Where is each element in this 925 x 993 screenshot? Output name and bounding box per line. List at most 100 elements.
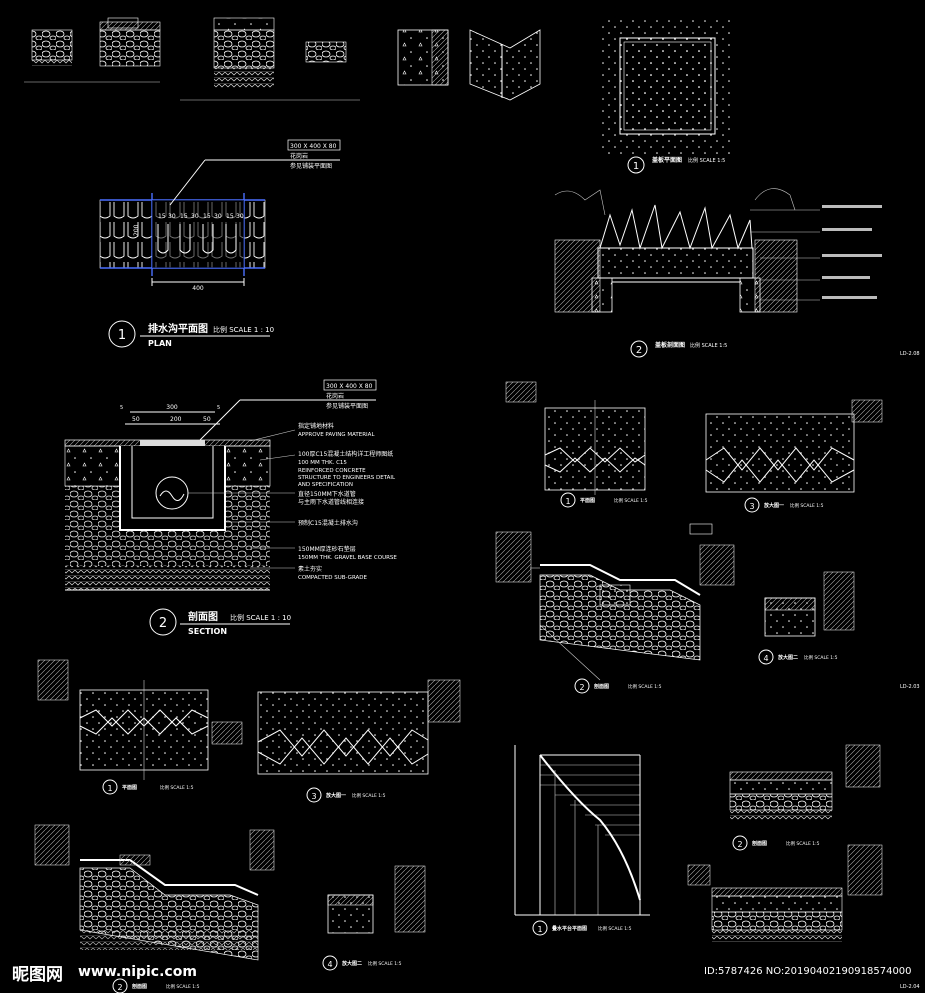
grate-plan-label: 盖板平面图 [652,156,682,164]
rp1-num: 1 [565,497,570,506]
plan-title-scale: 比例 SCALE 1 : 10 [213,325,274,334]
sec-title-cn: 剖面图 [188,610,218,623]
dim-2: 15 [180,213,188,220]
note-1-en: 100 MM THK. C15 [298,460,347,466]
pool-plan: 1 叠水平台平面图 比例 SCALE 1:5 [514,745,650,936]
note-5-cn: 直径150MM下水道管 [298,490,356,498]
left-section-2: 2 剖面图 比例 SCALE 1:5 [34,824,275,993]
top-detail-2 [99,17,161,67]
top-detail-1 [24,29,160,83]
sheet-code-3: LD-2.04 [900,984,920,990]
rp1-scale: 比例 SCALE 1:5 [614,497,648,504]
note-3-en: STRUCTURE TO ENGINEERS DETAIL [298,475,396,481]
watermark-id: ID:5787426 NO:20190402190918574000 [704,966,912,977]
ls2-num: 2 [117,983,122,992]
sec-dim-s2: 5 [217,405,220,411]
lp-scale: 比例 SCALE 1:5 [160,784,194,791]
lp-label: 平面图 [122,784,137,791]
sec-callout-l2: 参见铺装平面图 [326,402,368,410]
section-callout: 300 X 400 X 80 花岗岩 参见铺装平面图 [199,379,377,441]
note-9-en: COMPACTED SUB-GRADE [298,575,368,581]
ld1-label: 放大图一 [325,792,346,799]
top-detail-3 [180,17,360,101]
grate-plan-num: 1 [633,161,639,172]
plan-title-num: 1 [118,328,126,343]
plan-dim-seq: 15 30 15 30 15 30 15 30 [158,213,244,220]
rd2-label: 放大图二 [777,654,798,661]
dim-3: 30 [191,213,199,220]
ld1-num: 3 [311,792,316,801]
top-detail-4 [397,29,541,101]
dim-5: 30 [214,213,222,220]
dim-7: 30 [236,213,244,220]
left-detail-2: 4 放大图二 比例 SCALE 1:5 [322,865,426,971]
sec-dim-d1: 50 [132,416,140,423]
left-plan: 1 平面图 比例 SCALE 1:5 [37,659,243,795]
drain-plan: 15 30 15 30 15 30 15 30 400 200 300 X 40… [99,139,341,348]
section-notes: 指定铺地材料 APPROVE PAVING MATERIAL 100厚C15混凝… [188,422,397,581]
lp-num: 1 [107,784,112,793]
sec-title-scale: 比例 SCALE 1 : 10 [230,613,291,622]
rd1-scale: 比例 SCALE 1:5 [790,502,824,509]
note-9-cn: 素土夯实 [298,565,322,573]
right-section-2: 2 剖面图 比例 SCALE 1:5 [495,523,735,694]
right-plan-1: 1 平面图 比例 SCALE 1:5 [505,381,648,508]
rs2-scale: 比例 SCALE 1:5 [628,683,662,690]
drain-section: 300 50 200 50 5 5 300 X 400 X 80 花岗岩 参见铺… [64,379,397,636]
ld2-scale: 比例 SCALE 1:5 [368,960,402,967]
note-6-cn: 与主雨下水道管线相连接 [298,498,364,506]
watermark-site: www.nipic.com [78,964,197,980]
plan-title-en: PLAN [148,339,172,348]
sec-dim-s1: 5 [120,405,123,411]
sec-dim-d3: 50 [203,416,211,423]
rd2-scale: 比例 SCALE 1:5 [804,654,838,661]
sheet-code-2: LD-2.03 [900,684,920,690]
left-detail-1: 3 放大图一 比例 SCALE 1:5 [257,679,461,803]
ld2-label: 放大图二 [341,960,362,967]
rs2-label: 剖面图 [594,683,609,690]
right-bottom-section-2: LD-2.04 [687,844,920,990]
plan-callout-l1: 花岗岩 [290,152,308,160]
right-bottom-section-1: 2 剖面图 比例 SCALE 1:5 [729,744,881,851]
rbs1-label: 剖面图 [752,840,767,847]
grate-section-scale: 比例 SCALE 1:5 [690,342,727,349]
note-8-en: 150MM THK. GRAVEL BASE COURSE [298,555,397,561]
pool-scale: 比例 SCALE 1:5 [598,925,632,932]
rbs1-scale: 比例 SCALE 1:5 [786,840,820,847]
grate-section-label: 盖板剖面图 [655,341,685,349]
pool-label: 叠水平台平面图 [552,925,587,932]
right-detail-1: 3 放大图一 比例 SCALE 1:5 [705,399,883,513]
note-4-en: AND SPECIFICATION [298,482,353,488]
rd2-num: 4 [763,654,768,663]
sheet-code-1: LD-2.08 [900,351,920,357]
sec-title-en: SECTION [188,627,227,636]
sec-dim-total: 300 [166,404,178,411]
sec-callout-l1: 花岗岩 [326,392,344,400]
rd1-label: 放大图一 [763,502,784,509]
note-2-en: REINFORCED CONCRETE [298,468,366,474]
note-8-cn: 150MM厚连砂石垫层 [298,545,356,553]
ls2-scale: 比例 SCALE 1:5 [166,983,200,990]
right-detail-2: 4 放大图二 比例 SCALE 1:5 LD-2.03 [758,571,920,690]
note-0-cn: 指定铺地材料 [298,422,334,430]
plan-title-cn: 排水沟平面图 [148,322,208,335]
grate-plan: 1 盖板平面图 比例 SCALE 1:5 [600,18,734,174]
plan-callout-size: 300 X 400 X 80 [290,143,337,150]
ld2-num: 4 [327,960,332,969]
grate-plan-scale: 比例 SCALE 1:5 [688,157,725,164]
watermark-logo: 昵图网 [12,965,63,985]
dim-6: 15 [226,213,234,220]
sec-title-num: 2 [159,616,167,631]
grate-section-num: 2 [636,345,642,356]
grate-section: 2 盖板剖面图 比例 SCALE 1:5 LD-2.08 [554,188,920,358]
sec-callout-size: 300 X 400 X 80 [326,383,373,390]
pool-num: 1 [537,925,542,934]
note-7-cn: 预制C15混凝土排水沟 [298,519,358,527]
rd1-num: 3 [749,502,754,511]
plan-dim-left: 200 [133,224,140,236]
ld1-scale: 比例 SCALE 1:5 [352,792,386,799]
dim-0: 15 [158,213,166,220]
rbs1-num: 2 [737,840,742,849]
rp1-label: 平面图 [580,497,595,504]
note-0-en: APPROVE PAVING MATERIAL [298,432,375,438]
